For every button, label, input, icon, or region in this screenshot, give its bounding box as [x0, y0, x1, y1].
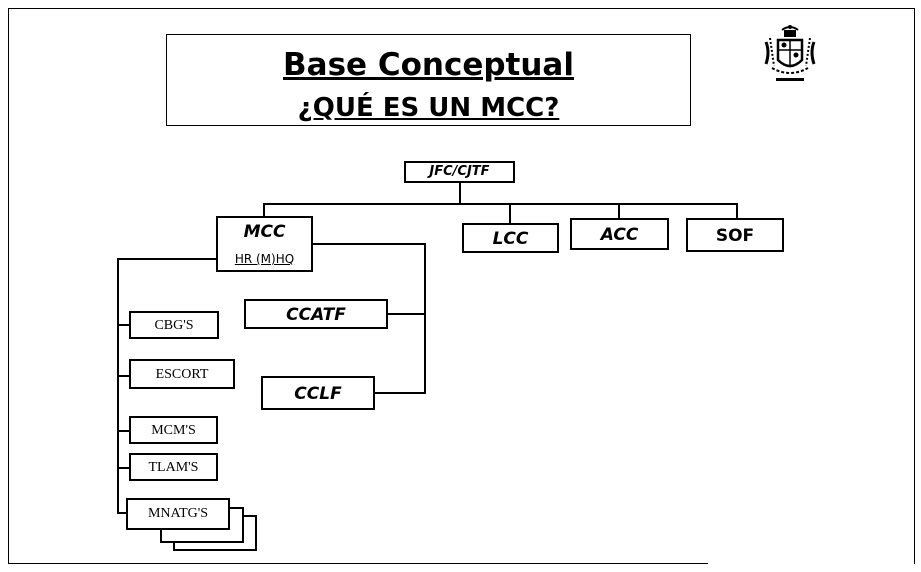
cclf-node: CCLF: [261, 376, 375, 410]
slide-title: Base Conceptual: [283, 47, 574, 83]
connector: [117, 430, 130, 432]
connector: [117, 258, 119, 514]
node-label: CCATF: [286, 305, 346, 325]
connector: [509, 203, 511, 224]
connector: [312, 243, 426, 245]
node-label: ACC: [600, 225, 639, 245]
ccatf-node: CCATF: [244, 299, 388, 329]
acc-node: ACC: [570, 218, 669, 250]
sof-node: SOF: [686, 218, 784, 252]
connector: [117, 258, 217, 260]
node-label: LCC: [492, 229, 529, 249]
connector: [263, 203, 265, 217]
node-label: ESCORT: [155, 367, 209, 382]
jfc-cjtf-node: JFC/CJTF: [404, 161, 515, 183]
connector: [424, 243, 426, 394]
node-label: MNATG'S: [147, 506, 209, 521]
node-label: TLAM'S: [148, 460, 199, 475]
mcms-node: MCM'S: [129, 416, 218, 444]
connector: [117, 324, 130, 326]
node-label: SOF: [715, 226, 755, 246]
connector: [618, 203, 620, 219]
title-box: Base Conceptual ¿QUÉ ES UN MCC?: [166, 34, 691, 126]
node-label: CBG'S: [154, 318, 194, 333]
node-label: MCC: [243, 222, 286, 242]
connector: [117, 375, 130, 377]
mcc-node: MCC HR (M)HQ: [216, 216, 313, 272]
mcc-subtitle: HR (M)HQ: [234, 252, 295, 266]
slide-frame-top: [8, 8, 915, 9]
connector: [374, 392, 426, 394]
escort-node: ESCORT: [129, 359, 235, 389]
slide-frame-left: [8, 8, 9, 564]
cbgs-node: CBG'S: [129, 311, 219, 339]
connector: [736, 203, 738, 219]
tlams-node: TLAM'S: [129, 453, 218, 481]
slide-frame-bottom: [8, 563, 708, 564]
node-label: MCM'S: [151, 423, 196, 438]
slide-frame-right: [914, 8, 915, 564]
connector: [117, 512, 127, 514]
node-label: JFC/CJTF: [429, 164, 490, 179]
lcc-node: LCC: [462, 223, 559, 253]
royal-crest-icon: [764, 25, 816, 81]
mnatgs-node: MNATG'S: [126, 498, 230, 530]
connector: [117, 467, 130, 469]
connector: [459, 183, 461, 203]
node-label: CCLF: [294, 384, 342, 404]
connector: [263, 203, 738, 205]
connector: [387, 313, 426, 315]
slide-subtitle: ¿QUÉ ES UN MCC?: [297, 93, 560, 123]
